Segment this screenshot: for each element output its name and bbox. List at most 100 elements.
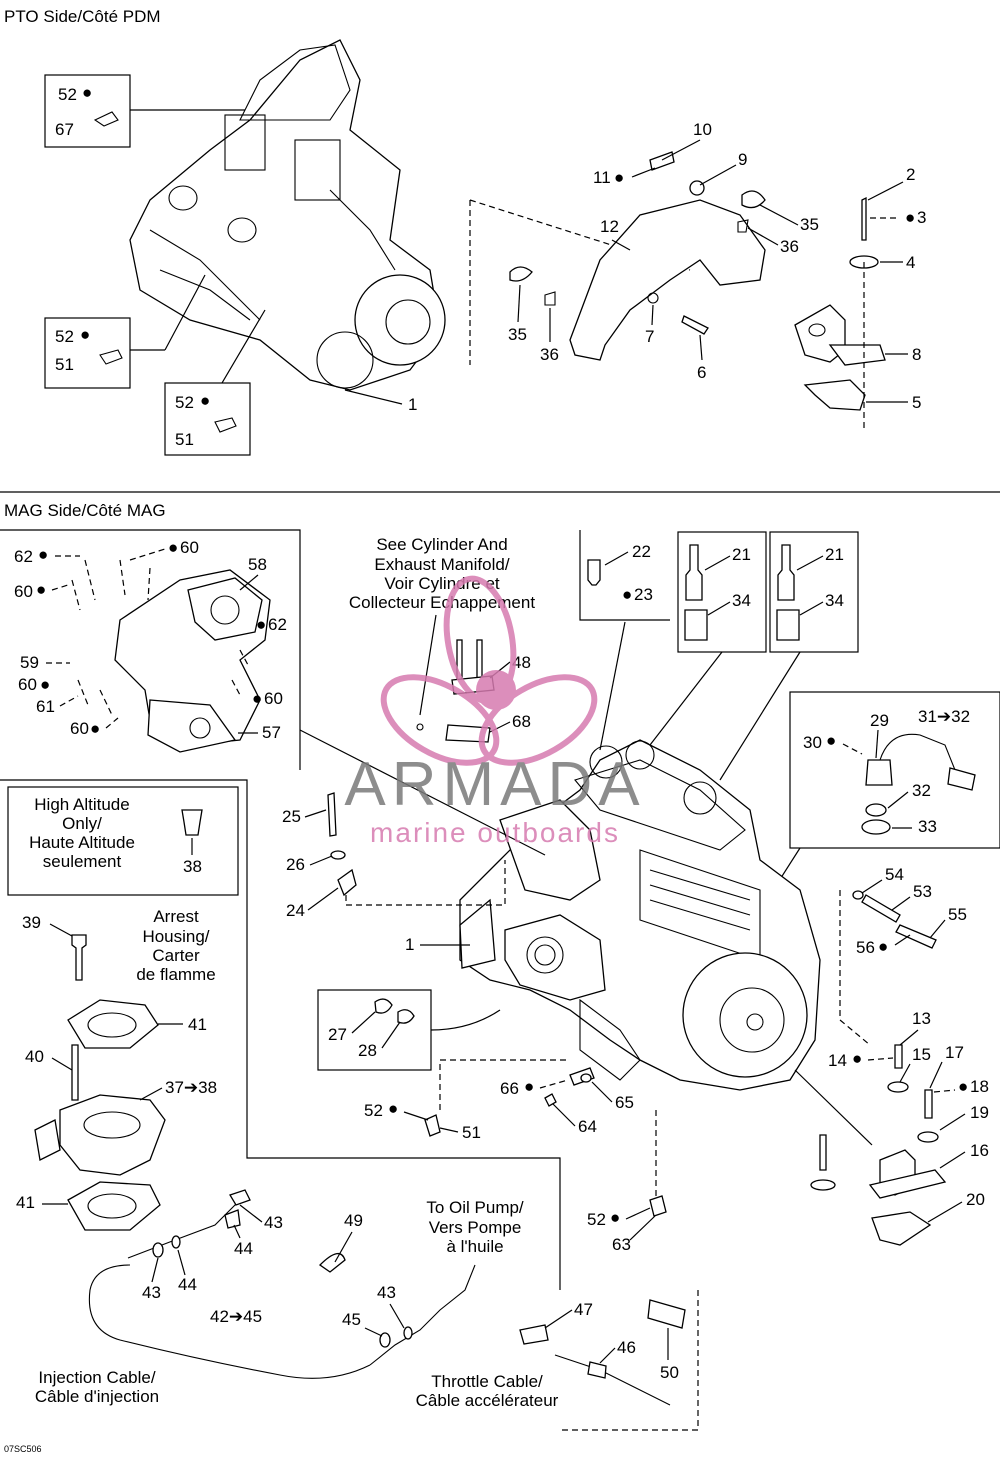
label-20: 20 [966, 1190, 985, 1209]
label-4: 4 [906, 253, 915, 272]
drop-icon: ● [36, 580, 46, 599]
label-19: 19 [970, 1103, 989, 1122]
drop-icon: ● [256, 615, 266, 634]
svg-text:Carter: Carter [152, 946, 200, 965]
high-altitude-note: High Altitude [34, 795, 129, 814]
label-60: 60 [264, 689, 283, 708]
propeller-logo [380, 575, 598, 766]
drop-icon: ● [82, 83, 92, 102]
label-31-32: 31➔32 [918, 707, 970, 726]
arrest-housing-note: Arrest [153, 907, 199, 926]
drop-icon: ● [610, 1208, 620, 1227]
drop-icon: ● [200, 391, 210, 410]
callout-box-51a [44, 317, 131, 389]
intake-manifold-group [0, 529, 301, 770]
drop-icon: ● [622, 585, 632, 604]
callout-box-67 [44, 74, 131, 148]
label-1: 1 [405, 935, 414, 954]
label-52: 52 [58, 85, 77, 104]
svg-text:Exhaust Manifold/: Exhaust Manifold/ [374, 555, 509, 574]
label-29: 29 [870, 711, 889, 730]
label-35: 35 [508, 325, 527, 344]
sensor-box [789, 691, 1000, 849]
spark-plug-box-b [769, 531, 859, 653]
injection-cable-note: Injection Cable/ [38, 1368, 155, 1387]
drop-icon: ● [826, 731, 836, 750]
drop-icon: ● [252, 689, 262, 708]
label-61: 61 [36, 697, 55, 716]
watermark-brand: ARMADA [344, 750, 645, 819]
pto-bracket-parts [469, 151, 886, 430]
figure-code: 07SC506 [4, 1444, 42, 1454]
svg-text:Câble accélérateur: Câble accélérateur [416, 1391, 559, 1410]
label-46: 46 [617, 1338, 636, 1357]
label-44: 44 [234, 1239, 253, 1258]
drop-icon: ● [40, 675, 50, 694]
drop-icon: ● [168, 538, 178, 557]
label-28: 28 [358, 1041, 377, 1060]
label-53: 53 [913, 882, 932, 901]
label-42-45: 42➔45 [210, 1307, 262, 1326]
label-64: 64 [578, 1117, 597, 1136]
label-52: 52 [55, 327, 74, 346]
label-16: 16 [970, 1141, 989, 1160]
mag-engine-illustration [459, 739, 821, 1091]
cables [88, 1189, 686, 1406]
label-34: 34 [825, 591, 844, 610]
svg-text:à l'huile: à l'huile [446, 1237, 503, 1256]
label-62: 62 [14, 547, 33, 566]
label-55: 55 [948, 905, 967, 924]
label-35: 35 [800, 215, 819, 234]
label-27: 27 [328, 1025, 347, 1044]
label-58: 58 [248, 555, 267, 574]
label-39: 39 [22, 913, 41, 932]
label-13: 13 [912, 1009, 931, 1028]
label-52: 52 [364, 1101, 383, 1120]
label-40: 40 [25, 1047, 44, 1066]
drop-icon: ● [80, 325, 90, 344]
svg-text:Collecteur Echappement: Collecteur Echappement [349, 593, 535, 612]
label-51: 51 [55, 355, 74, 374]
label-43: 43 [142, 1283, 161, 1302]
label-41: 41 [16, 1193, 35, 1212]
pto-side-heading: PTO Side/Côté PDM [4, 7, 161, 26]
callout-box-22 [579, 530, 670, 621]
label-63: 63 [612, 1235, 631, 1254]
label-67: 67 [55, 120, 74, 139]
label-14: 14 [828, 1051, 847, 1070]
label-17: 17 [945, 1043, 964, 1062]
label-33: 33 [918, 817, 937, 836]
label-8: 8 [912, 345, 921, 364]
label-62: 62 [268, 615, 287, 634]
label-26: 26 [286, 855, 305, 874]
label-52: 52 [587, 1210, 606, 1229]
label-43: 43 [377, 1283, 396, 1302]
drop-icon: ● [958, 1077, 968, 1096]
label-6: 6 [697, 363, 706, 382]
label-60: 60 [14, 582, 33, 601]
label-60: 60 [18, 675, 37, 694]
label-15: 15 [912, 1045, 931, 1064]
label-45: 45 [342, 1310, 361, 1329]
watermark-tagline: marine outboards [370, 817, 620, 848]
label-52: 52 [175, 393, 194, 412]
label-56: 56 [856, 938, 875, 957]
svg-text:Housing/: Housing/ [142, 927, 209, 946]
label-49: 49 [344, 1211, 363, 1230]
label-34: 34 [732, 591, 751, 610]
callout-box-51b [164, 382, 251, 456]
svg-text:Vers Pompe: Vers Pompe [429, 1218, 522, 1237]
armada-watermark: ARMADA marine outboards [344, 575, 645, 848]
drop-icon: ● [524, 1077, 534, 1096]
label-32: 32 [912, 781, 931, 800]
label-59: 59 [20, 653, 39, 672]
drop-icon: ● [388, 1099, 398, 1118]
label-44: 44 [178, 1275, 197, 1294]
label-2: 2 [906, 165, 915, 184]
drop-icon: ● [852, 1049, 862, 1068]
drop-icon: ● [90, 719, 100, 738]
label-21: 21 [825, 545, 844, 564]
drop-icon: ● [614, 168, 624, 187]
label-5: 5 [912, 393, 921, 412]
svg-text:Câble d'injection: Câble d'injection [35, 1387, 159, 1406]
